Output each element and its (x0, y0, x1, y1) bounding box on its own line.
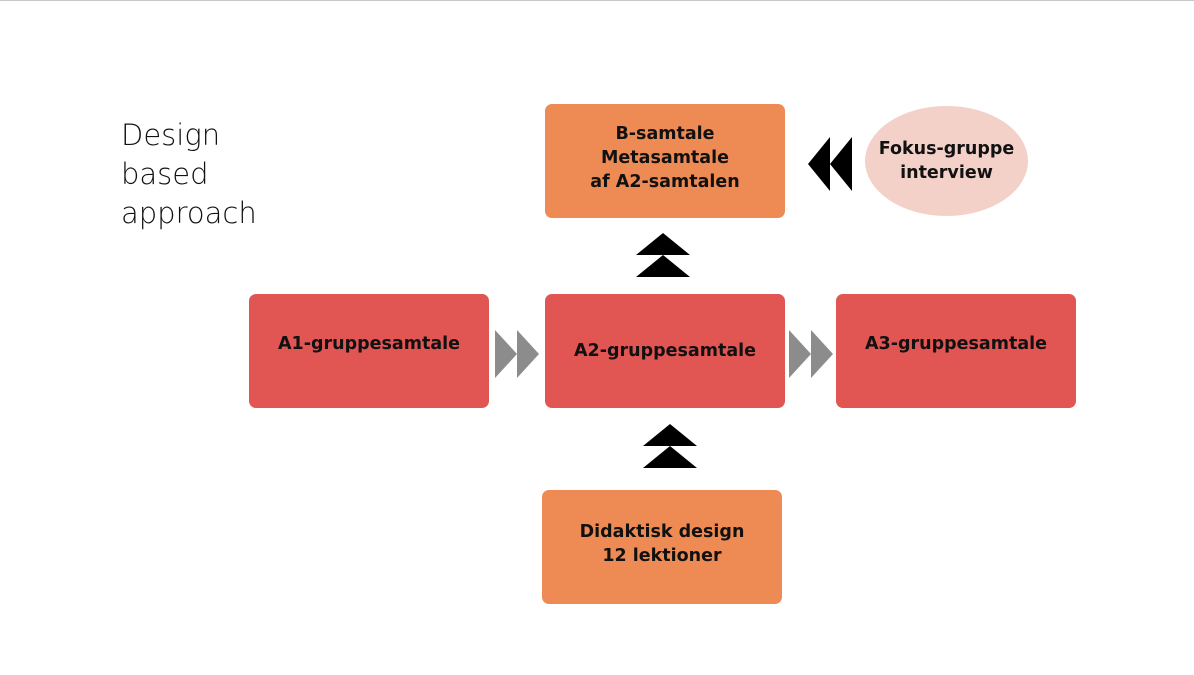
didaktisk-design-box: Didaktisk design 12 lektioner (542, 490, 782, 604)
didaktisk-line-1: Didaktisk design (579, 522, 745, 542)
double-chevron-up-icon (643, 424, 697, 468)
a1-label: A1-gruppesamtale (277, 334, 461, 354)
slide-title: Design based approach (121, 116, 321, 233)
slide-title-line-3: approach (121, 196, 257, 230)
fokus-line-1: Fokus-gruppe (878, 139, 1015, 159)
fokus-gruppe-ellipse: Fokus-gruppe interview (865, 106, 1028, 216)
a1-gruppesamtale-box: A1-gruppesamtale (249, 294, 489, 408)
b-samtale-line-3: af A2-samtalen (590, 172, 740, 192)
top-divider (0, 0, 1194, 1)
b-samtale-box: B-samtale Metasamtale af A2-samtalen (545, 104, 785, 218)
fokus-line-2: interview (900, 163, 993, 183)
double-chevron-left-icon (808, 137, 854, 191)
a3-gruppesamtale-box: A3-gruppesamtale (836, 294, 1076, 408)
double-chevron-right-icon (495, 330, 541, 378)
double-chevron-up-icon (636, 233, 690, 277)
a3-label: A3-gruppesamtale (864, 334, 1048, 354)
slide-title-line-2: based (121, 157, 209, 191)
double-chevron-right-icon (789, 330, 835, 378)
slide-title-line-1: Design (121, 118, 221, 152)
a2-gruppesamtale-box: A2-gruppesamtale (545, 294, 785, 408)
didaktisk-line-2: 12 lektioner (602, 546, 722, 566)
a2-label: A2-gruppesamtale (573, 341, 757, 361)
b-samtale-line-1: B-samtale (615, 124, 715, 144)
b-samtale-line-2: Metasamtale (601, 148, 729, 168)
